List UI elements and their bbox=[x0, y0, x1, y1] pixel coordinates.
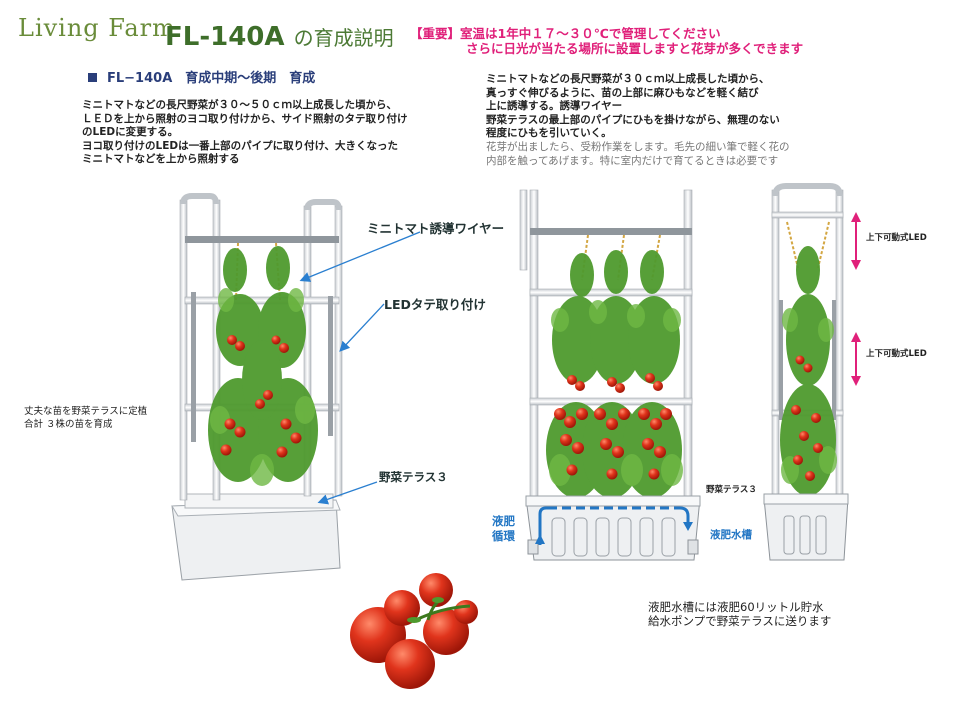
tank-label: 液肥水槽 bbox=[710, 529, 752, 541]
terrace-label: 野菜テラス３ bbox=[379, 470, 448, 484]
section-heading: FL−140A 育成中期～後期 育成 bbox=[88, 67, 315, 86]
notice-line-2: さらに日光が当たる場所に設置しますと花芽が多くできます bbox=[466, 41, 804, 56]
right-description: ミニトマトなどの長尺野菜が３０ｃｍ以上成長した頃から、 真っすぐ伸びるように、苗… bbox=[486, 73, 789, 168]
nutrient-line-1: 液肥 bbox=[492, 514, 515, 528]
right-description-line: 程度にひもを引いていく。 bbox=[486, 127, 612, 140]
right-growing-unit bbox=[763, 183, 849, 561]
bottom-note-line-2: 給水ポンプで野菜テラスに送ります bbox=[648, 614, 832, 628]
nutrient-line-2: 循環 bbox=[492, 529, 515, 543]
wire-callout-line bbox=[299, 231, 421, 282]
important-notice: 【重要】室温は1年中１７～３０℃で管理してください さらに日光が当たる場所に設置… bbox=[410, 26, 803, 56]
terrace-callout-line bbox=[317, 481, 378, 505]
page-title: FL-140A の育成説明 bbox=[165, 22, 394, 52]
model-number: FL-140A bbox=[165, 22, 285, 52]
center-growing-unit bbox=[519, 189, 701, 561]
right-description-line: 野菜テラスの最上部のパイプにひもを掛けながら、無理のない bbox=[486, 113, 780, 126]
led-vertical-label: LEDタテ取り付け bbox=[384, 297, 486, 312]
tomato-cluster-image bbox=[350, 573, 478, 689]
terrace-small-label: 野菜テラス３ bbox=[706, 485, 757, 495]
seedling-note-line-2: 合計 ３株の苗を育成 bbox=[24, 419, 113, 430]
bullet-square-icon bbox=[88, 73, 97, 82]
left-description-line: ヨコ取り付けのLEDは一番上部のパイプに取り付け、大きくなった bbox=[82, 139, 399, 152]
brand-logo: Living Farm bbox=[18, 14, 176, 42]
left-description: ミニトマトなどの長尺野菜が３０～５０ｃｍ以上成長した頃から、 ＬＥＤを上から照射… bbox=[82, 99, 408, 167]
left-description-line: ミニトマトなどを上から照射する bbox=[82, 153, 240, 166]
bottom-note: 液肥水槽には液肥60リットル貯水 給水ポンプで野菜テラスに送ります bbox=[648, 600, 831, 628]
wire-label: ミニトマト誘導ワイヤー bbox=[367, 221, 505, 236]
left-description-line: ＬＥＤを上から照射のヨコ取り付けから、サイド照射のタテ取り付け bbox=[82, 112, 408, 125]
title-suffix: の育成説明 bbox=[293, 26, 394, 50]
notice-line-1: 【重要】室温は1年中１７～３０℃で管理してください bbox=[410, 26, 721, 41]
adjustable-led-arrows bbox=[851, 212, 861, 386]
seedling-note: 丈夫な苗を野菜テラスに定植 合計 ３株の苗を育成 bbox=[24, 405, 147, 431]
right-description-line: ミニトマトなどの長尺野菜が３０ｃｍ以上成長した頃から、 bbox=[486, 73, 770, 85]
left-description-line: のLEDに変更する。 bbox=[82, 126, 179, 139]
nutrient-circulation-label: 液肥 循環 bbox=[492, 514, 515, 544]
seedling-note-line-1: 丈夫な苗を野菜テラスに定植 bbox=[24, 406, 148, 417]
pollination-note-line: 花芽が出ましたら、受粉作業をします。毛先の細い筆で軽く花の bbox=[486, 140, 790, 153]
right-description-line: 真っすぐ伸びるように、苗の上部に麻ひもなどを軽く結び bbox=[486, 86, 759, 99]
led-callout-line bbox=[339, 303, 385, 352]
pollination-note-line: 内部を触ってあげます。特に室内だけで育てるときは必要です bbox=[486, 154, 779, 167]
bottom-note-line-1: 液肥水槽には液肥60リットル貯水 bbox=[648, 600, 824, 614]
left-description-line: ミニトマトなどの長尺野菜が３０～５０ｃｍ以上成長した頃から、 bbox=[82, 99, 397, 111]
adjustable-led-label-1: 上下可動式LED bbox=[866, 233, 927, 243]
left-growing-unit bbox=[171, 193, 343, 581]
adjustable-led-label-2: 上下可動式LED bbox=[866, 349, 927, 359]
right-description-line: 上に誘導する。誘導ワイヤー bbox=[486, 100, 623, 113]
section-heading-text: FL−140A 育成中期～後期 育成 bbox=[107, 71, 316, 86]
